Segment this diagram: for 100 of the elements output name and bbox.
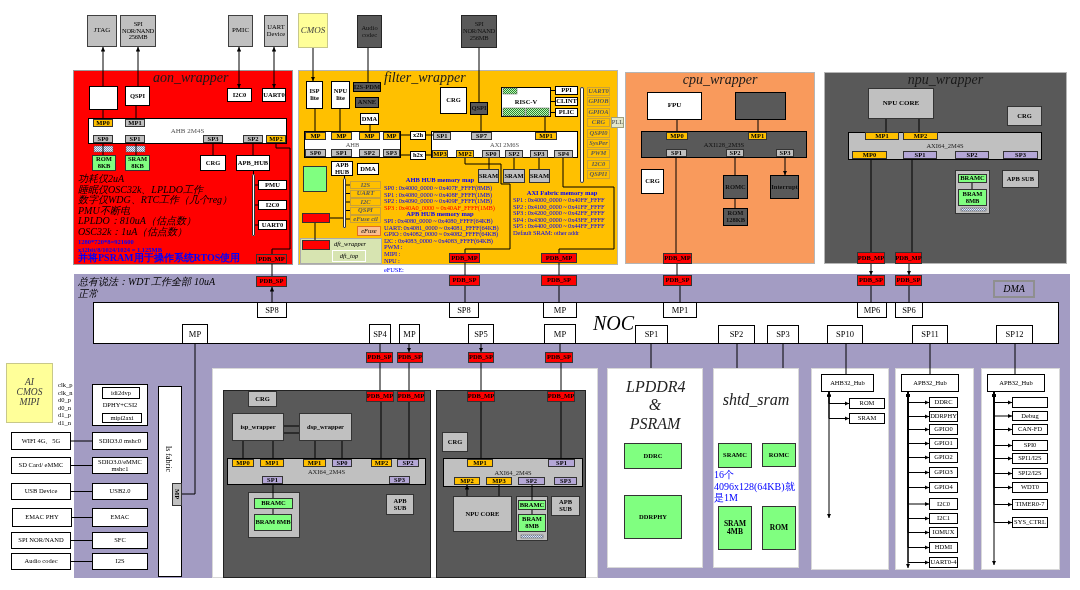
arrow bbox=[406, 343, 412, 353]
connector-line bbox=[870, 285, 872, 303]
connector-line bbox=[102, 109, 104, 120]
connector-line bbox=[425, 134, 434, 136]
ip-block: MP6 bbox=[857, 302, 887, 318]
connector-line bbox=[560, 362, 562, 392]
panel-title: aon_wrapper bbox=[153, 71, 229, 85]
connector-line bbox=[464, 262, 466, 276]
connector-line bbox=[380, 401, 382, 460]
note-text: LPLDO：810uA（估点数） bbox=[78, 216, 196, 226]
bus-bar bbox=[227, 458, 426, 485]
connector-line bbox=[408, 401, 410, 460]
panel-title: cpu_wrapper bbox=[682, 73, 758, 87]
double-arrow bbox=[826, 391, 832, 519]
note-text: 数字仅WDG、RTC工作（几个reg） bbox=[78, 195, 233, 205]
connector-line bbox=[425, 154, 433, 156]
ip-block bbox=[158, 386, 182, 577]
connector-line bbox=[513, 157, 515, 170]
arrow bbox=[135, 46, 141, 87]
ip-block bbox=[92, 384, 148, 426]
bridge-block bbox=[302, 213, 330, 223]
connector-line bbox=[531, 509, 533, 515]
arrow bbox=[464, 484, 470, 497]
device-box: AI CMOS MIPI bbox=[6, 363, 53, 423]
connector-line bbox=[679, 285, 681, 303]
connector-line bbox=[400, 134, 411, 136]
ip-block bbox=[89, 86, 118, 110]
connector-line bbox=[558, 157, 615, 254]
bus-bar bbox=[443, 458, 583, 487]
ip-block: SP10 bbox=[827, 325, 863, 344]
double-arrow bbox=[905, 391, 911, 569]
connector-line bbox=[367, 47, 369, 83]
ip-block: MP bbox=[543, 302, 577, 318]
connector-line bbox=[345, 201, 351, 203]
connector-line bbox=[550, 90, 556, 91]
connector-line bbox=[488, 157, 490, 170]
connector-line bbox=[252, 142, 254, 156]
note-text: 总有说法：WDT 工作全部 10uA bbox=[78, 277, 216, 288]
connector-line bbox=[345, 184, 351, 186]
double-arrow bbox=[991, 391, 997, 566]
connector-line bbox=[272, 508, 274, 515]
arrow bbox=[269, 286, 275, 303]
wrapper-panel bbox=[73, 70, 293, 265]
connector-line bbox=[135, 105, 137, 120]
connector-line bbox=[242, 440, 244, 460]
bus-bar bbox=[252, 174, 255, 236]
connector-line bbox=[734, 156, 736, 176]
ip-block: SP8 bbox=[257, 302, 287, 318]
connector-line bbox=[478, 47, 480, 103]
bus-label: ls fabric bbox=[164, 446, 172, 472]
connector-line bbox=[314, 222, 316, 241]
connector-line bbox=[70, 465, 93, 466]
connector-line bbox=[538, 157, 540, 170]
connector-line bbox=[369, 124, 371, 133]
connector-line bbox=[314, 440, 316, 460]
ip-block bbox=[248, 492, 300, 538]
connector-line bbox=[70, 440, 93, 442]
ip-block: MP bbox=[182, 324, 208, 344]
wrapper-panel bbox=[625, 72, 815, 264]
connector-line bbox=[558, 262, 560, 276]
connector-line bbox=[254, 224, 259, 226]
arrow bbox=[782, 156, 788, 176]
wrapper-panel bbox=[824, 72, 1067, 264]
connector-line bbox=[550, 112, 556, 113]
panel-title: filter_wrapper bbox=[384, 71, 466, 85]
arrow bbox=[478, 343, 484, 353]
connector-line bbox=[341, 440, 343, 460]
connector-line bbox=[544, 116, 546, 133]
connector-line bbox=[480, 401, 482, 460]
connector-line bbox=[271, 263, 273, 277]
ip-block bbox=[1012, 397, 1048, 408]
connector-line bbox=[498, 484, 500, 497]
connector-line bbox=[181, 343, 196, 495]
bridge-block bbox=[302, 240, 330, 250]
note-text: PMU不断电 bbox=[78, 205, 130, 216]
connector-line bbox=[885, 118, 887, 133]
note-text: 睡眠仅OSC32k、LPLDO工作 bbox=[78, 184, 203, 195]
double-arrow bbox=[236, 46, 242, 89]
bus-bar bbox=[580, 87, 584, 183]
connector-line bbox=[918, 118, 920, 133]
ip-block bbox=[735, 92, 786, 120]
double-arrow bbox=[271, 46, 277, 89]
panel-title: LPDDR4 & PSRAM bbox=[626, 378, 684, 434]
connector-line bbox=[757, 119, 759, 133]
connector-line bbox=[480, 114, 482, 133]
connector-line bbox=[339, 108, 341, 133]
connector-line bbox=[345, 210, 351, 211]
subsystem-panel bbox=[607, 368, 703, 568]
arrow bbox=[868, 263, 874, 276]
device-box: CMOS bbox=[298, 13, 328, 48]
connector-line bbox=[736, 343, 738, 369]
connector-line bbox=[212, 142, 214, 156]
connector-line bbox=[253, 170, 254, 175]
wrapper-panel bbox=[300, 238, 382, 264]
connector-line bbox=[845, 343, 847, 375]
connector-line bbox=[870, 158, 872, 253]
connector-line bbox=[911, 158, 913, 253]
ip-block: SP1 bbox=[635, 325, 668, 344]
ip-block: SP5 bbox=[468, 324, 494, 344]
connector-line bbox=[379, 362, 381, 392]
